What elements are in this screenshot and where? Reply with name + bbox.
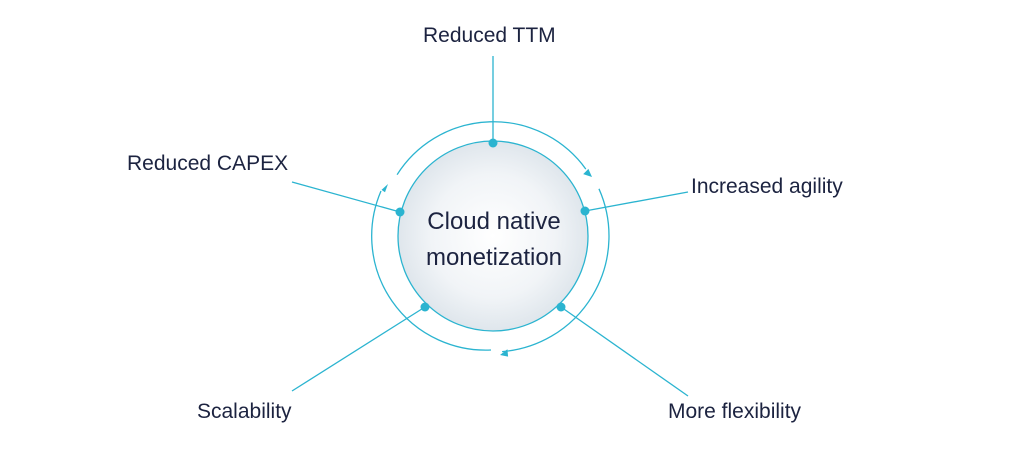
cycle-arrowheads [381,168,592,357]
connector-scalability [291,306,426,392]
dot-capex [395,207,405,217]
connector-capex [291,181,401,213]
arrowhead-left [381,184,388,193]
arrowhead-top-right [583,168,592,177]
label-increased-agility: Increased agility [691,175,843,198]
center-label-line-2: monetization [425,244,563,271]
ring-arc-left [371,190,492,351]
arrowhead-bottom [500,349,509,357]
label-reduced-capex: Reduced CAPEX [127,152,289,175]
label-scalability: Scalability [197,400,292,423]
outer-cycle-ring [371,121,610,353]
center-label: Cloud native monetization [395,204,593,276]
connector-agility [584,191,689,212]
label-reduced-ttm: Reduced TTM [423,24,556,47]
dot-agility [580,206,590,216]
connector-flexibility [560,306,689,397]
label-more-flexibility: More flexibility [668,400,802,423]
connector-lines [291,56,689,397]
ring-arc-right [502,188,610,353]
dot-scalability [420,302,430,312]
anchor-dots [395,138,590,312]
dot-ttm [488,138,498,148]
ring-arc-top [396,121,587,176]
center-label-line-1: Cloud native [427,208,561,235]
dot-flexibility [556,302,566,312]
